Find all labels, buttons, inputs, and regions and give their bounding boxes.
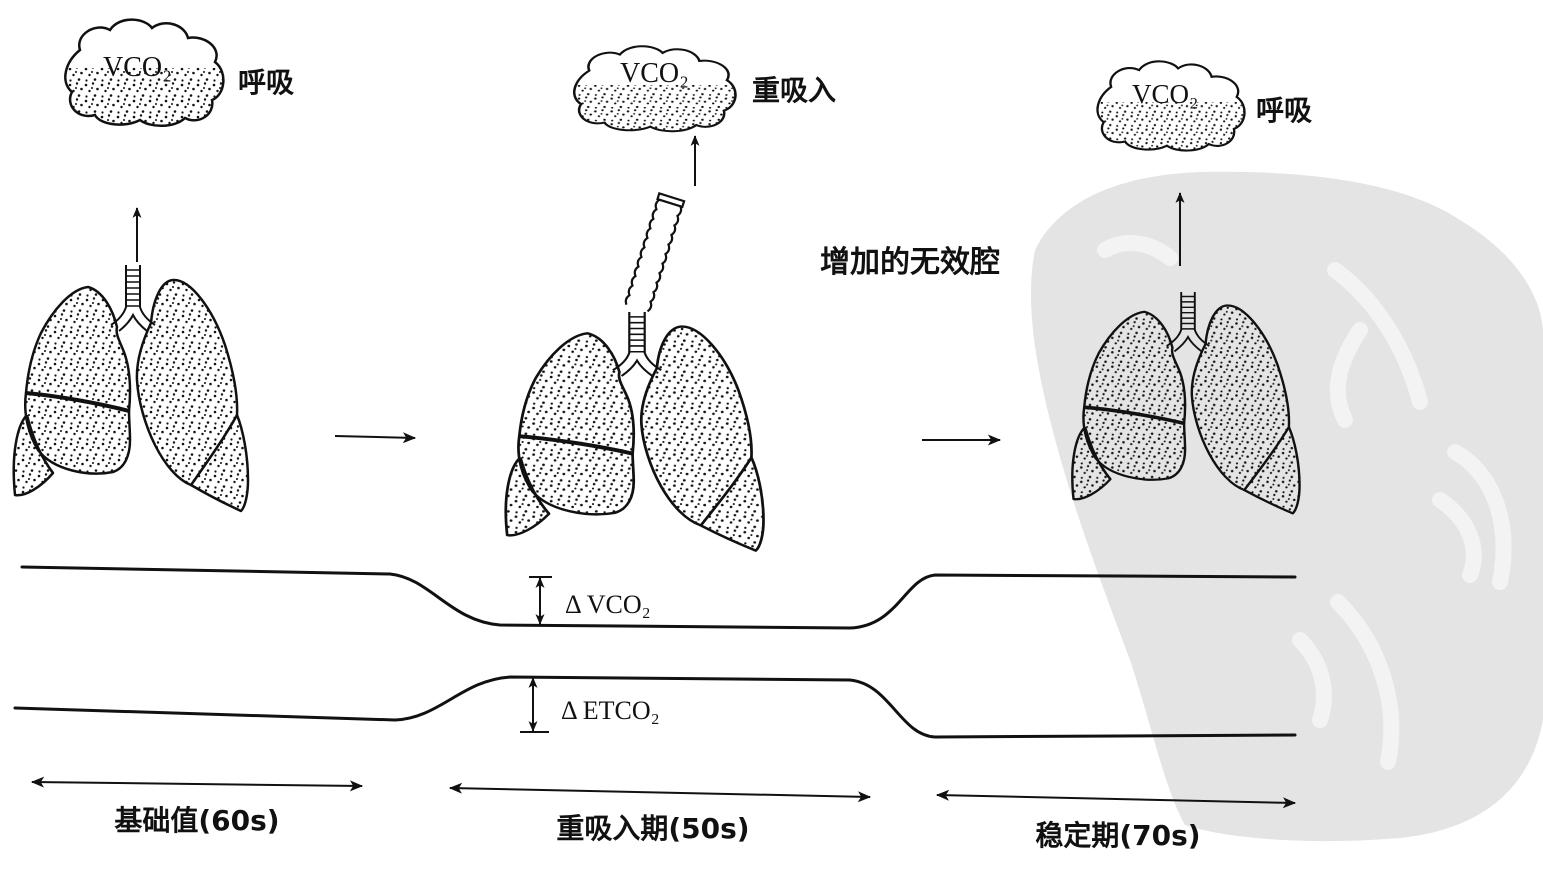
etco2-trace [13, 675, 1297, 739]
delta-vco2-marker [529, 576, 552, 625]
delta-vco2-label: Δ VCO₂ [565, 590, 651, 619]
watermark-stroke [1329, 322, 1368, 428]
phase-span-arrow [30, 776, 364, 792]
delta-etco2-marker [520, 677, 549, 733]
cloud-label: 呼吸 [238, 66, 294, 99]
watermark-stroke [1097, 235, 1178, 266]
vco2-trace [20, 565, 1297, 630]
rebreathing-tube [624, 192, 686, 313]
lungs-baseline [11, 263, 251, 513]
watermark-stroke [1292, 632, 1332, 728]
phase-label-baseline: 基础值(60s) [114, 804, 279, 837]
cloud-formula: VCO₂ [1132, 79, 1198, 109]
watermark-stroke [1327, 262, 1428, 410]
lungs-rebreathing [506, 312, 764, 551]
cloud-label: 呼吸 [1256, 94, 1312, 127]
phase-label-stable: 稳定期(70s) [1035, 819, 1200, 852]
watermark-stroke [1447, 444, 1512, 590]
phase-span-arrow [935, 789, 1297, 809]
dead-space-label: 增加的无效腔 [820, 245, 1000, 280]
phase-span-arrow [448, 782, 872, 803]
cloud-formula: VCO₂ [620, 58, 689, 89]
watermark-stroke [1330, 594, 1400, 770]
watermark-stroke [1432, 492, 1482, 583]
transition-arrow [334, 432, 417, 444]
cloud-label: 重吸入 [752, 74, 836, 107]
phase-label-rebreathing: 重吸入期(50s) [556, 812, 749, 845]
cloud-formula: VCO₂ [103, 52, 172, 83]
delta-etco2-label: Δ ETCO₂ [561, 696, 660, 725]
